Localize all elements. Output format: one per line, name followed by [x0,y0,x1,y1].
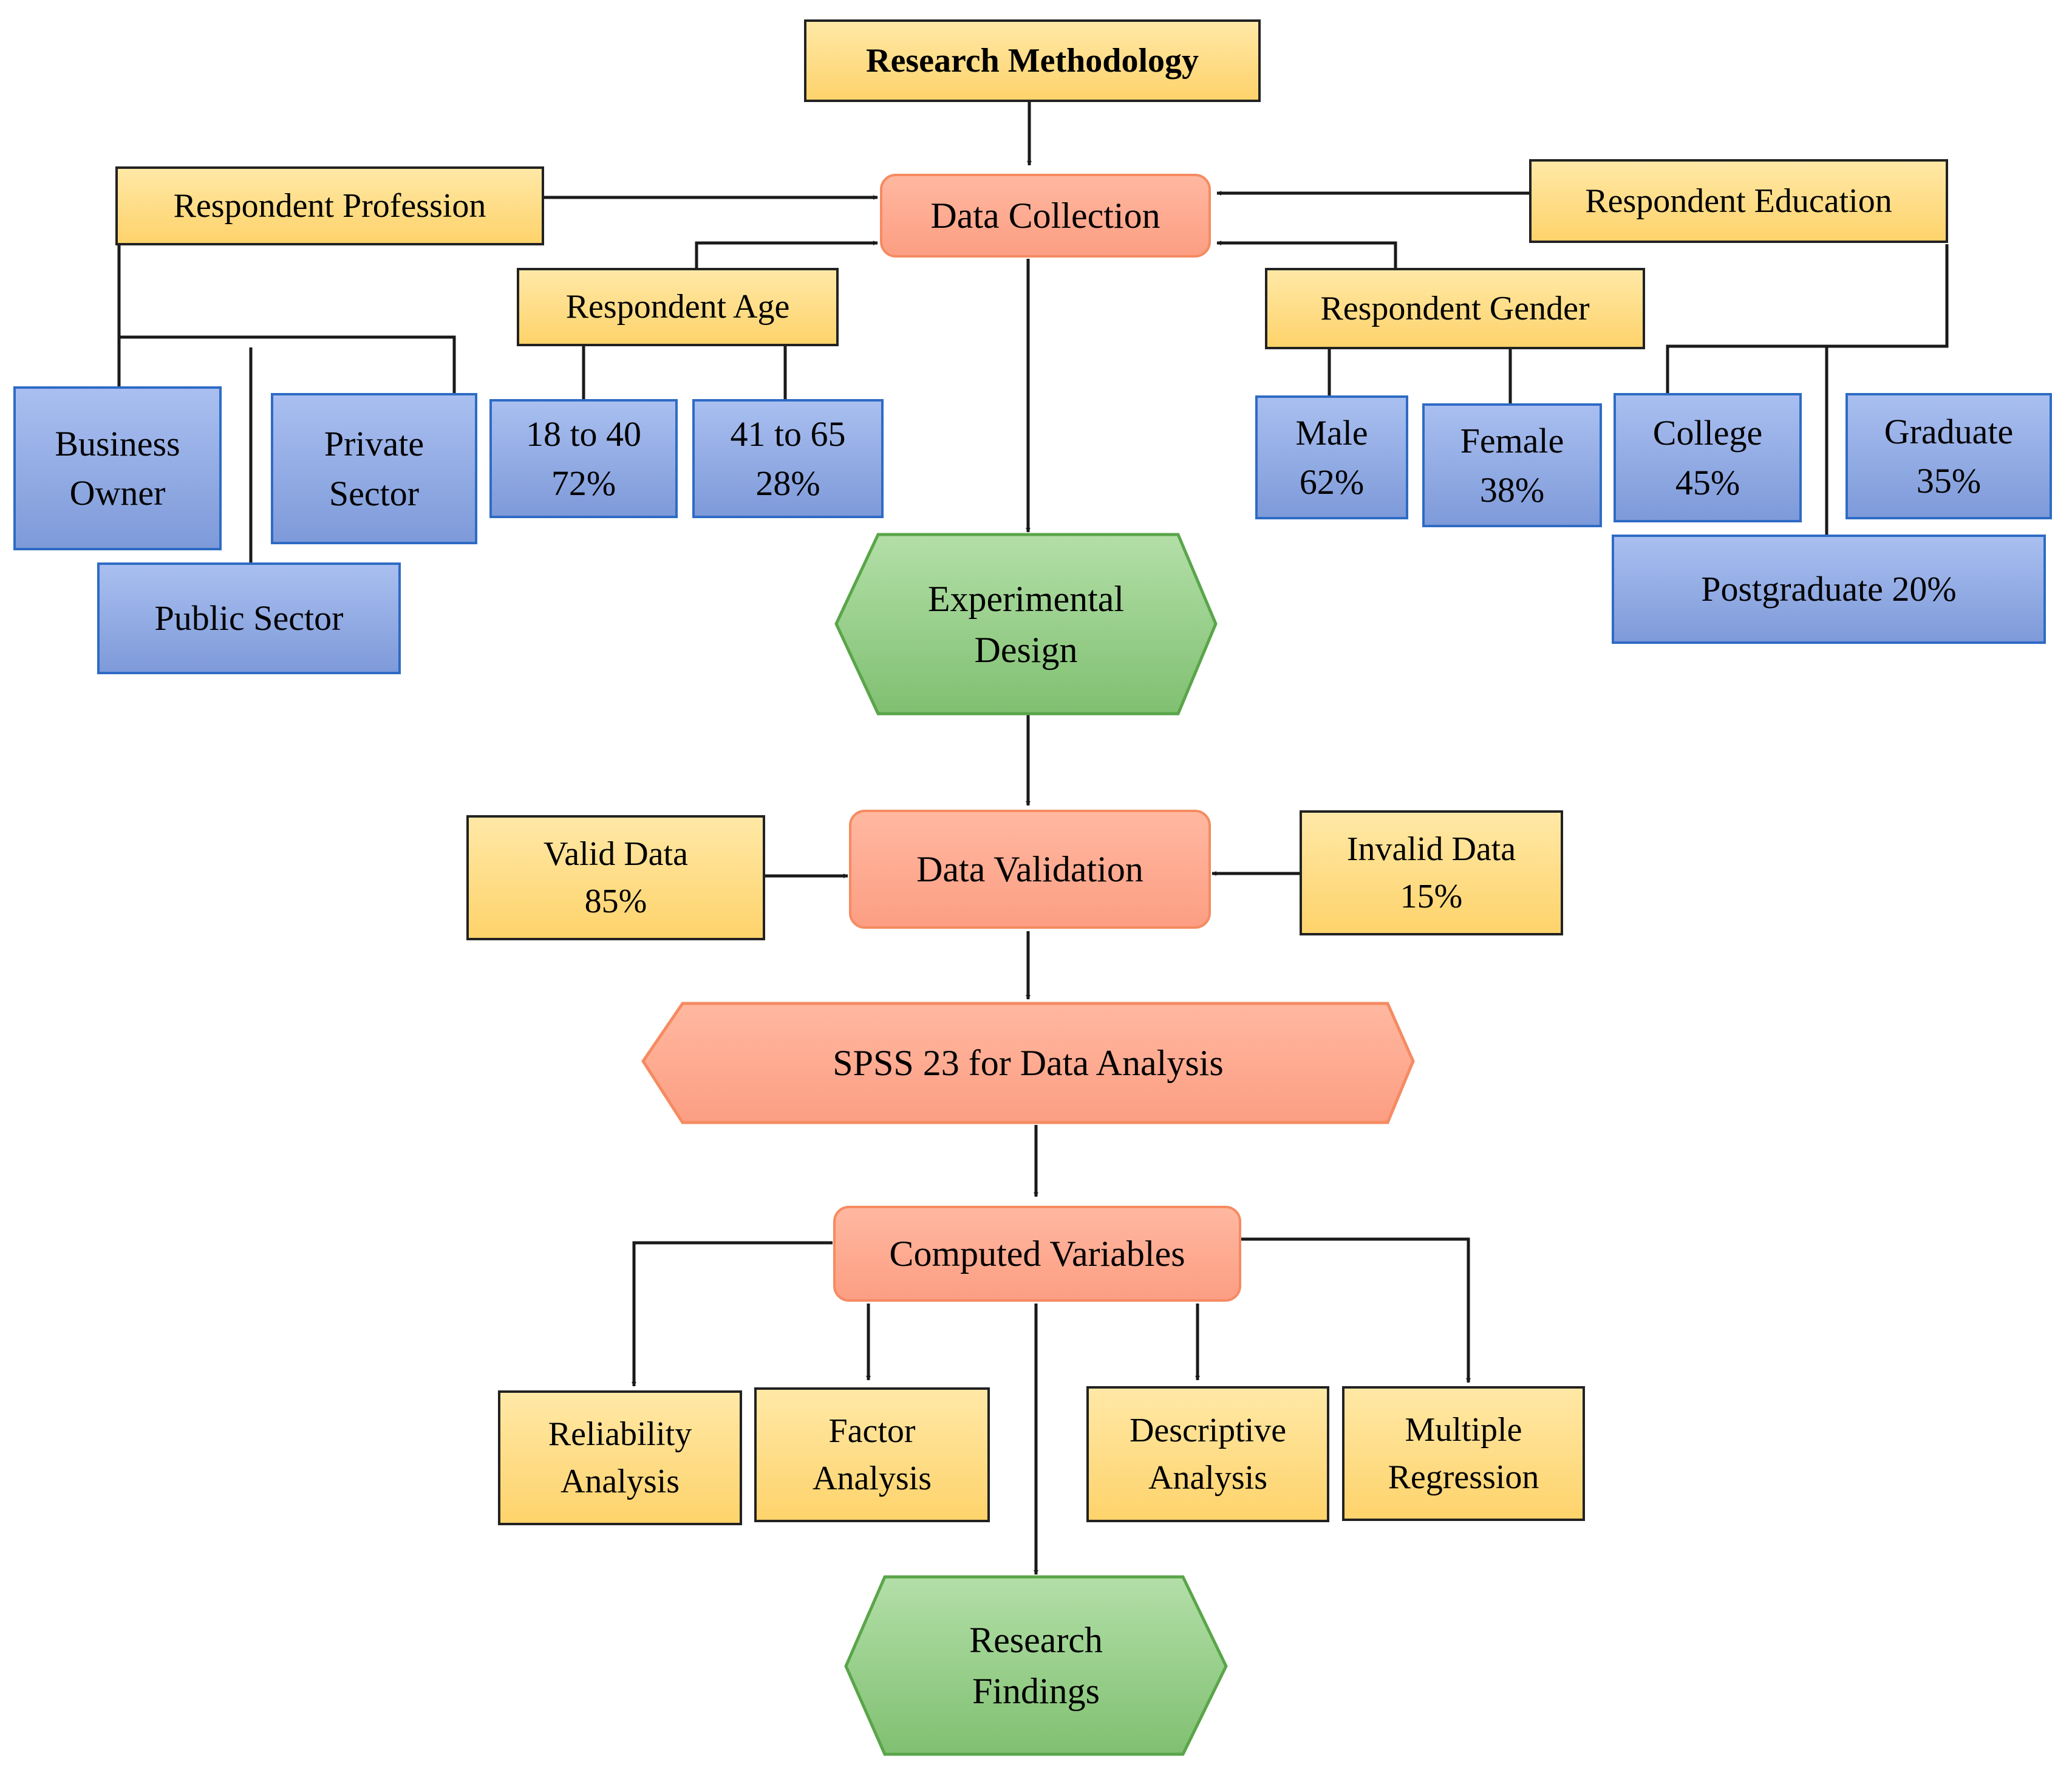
postgraduate-box: Postgraduate 20% [1612,535,2046,644]
arrow-age-to-collection [695,241,878,268]
descriptive-analysis-box: Descriptive Analysis [1086,1386,1329,1522]
factor-analysis-box: Factor Analysis [754,1387,990,1522]
research-findings-node: Research Findings [846,1577,1226,1754]
valid-data-box: Valid Data 85% [466,815,765,940]
age-41-to-65-box: 41 to 65 28% [692,399,884,518]
respondent-gender-box: Respondent Gender [1265,268,1645,349]
research-findings-label: Research Findings [969,1620,1103,1711]
data-collection-box: Data Collection [880,174,1211,258]
spss-node: SPSS 23 for Data Analysis [643,1003,1413,1123]
experimental-design-node: Experimental Design [836,535,1216,714]
line-education-branch [1666,244,1949,393]
experimental-design-label: Experimental Design [927,578,1125,670]
arrow-to-regression [1240,1237,1471,1383]
public-sector-box: Public Sector [97,562,401,674]
graduate-box: Graduate 35% [1845,393,2052,519]
age-18-to-40-box: 18 to 40 72% [489,399,678,518]
spss-label: SPSS 23 for Data Analysis [833,1043,1224,1083]
female-box: Female 38% [1422,403,1602,527]
experimental-design-hexagon [834,533,1218,716]
line-profession-branch [117,244,456,393]
arrow-gender-to-collection [1216,241,1397,268]
college-box: College 45% [1614,393,1802,522]
respondent-age-box: Respondent Age [517,268,839,346]
research-methodology-box: Research Methodology [804,19,1261,102]
reliability-analysis-box: Reliability Analysis [498,1390,742,1525]
business-owner-box: Business Owner [13,386,222,550]
arrow-to-reliability [632,1241,833,1387]
male-box: Male 62% [1255,395,1408,519]
private-sector-box: Private Sector [271,393,477,544]
data-validation-box: Data Validation [849,810,1211,929]
respondent-education-box: Respondent Education [1529,159,1948,243]
spss-hexagon [641,1002,1415,1124]
research-findings-hexagon [844,1575,1228,1756]
multiple-regression-box: Multiple Regression [1342,1386,1585,1521]
computed-variables-box: Computed Variables [833,1206,1241,1302]
invalid-data-box: Invalid Data 15% [1300,810,1563,935]
respondent-profession-box: Respondent Profession [115,166,544,245]
